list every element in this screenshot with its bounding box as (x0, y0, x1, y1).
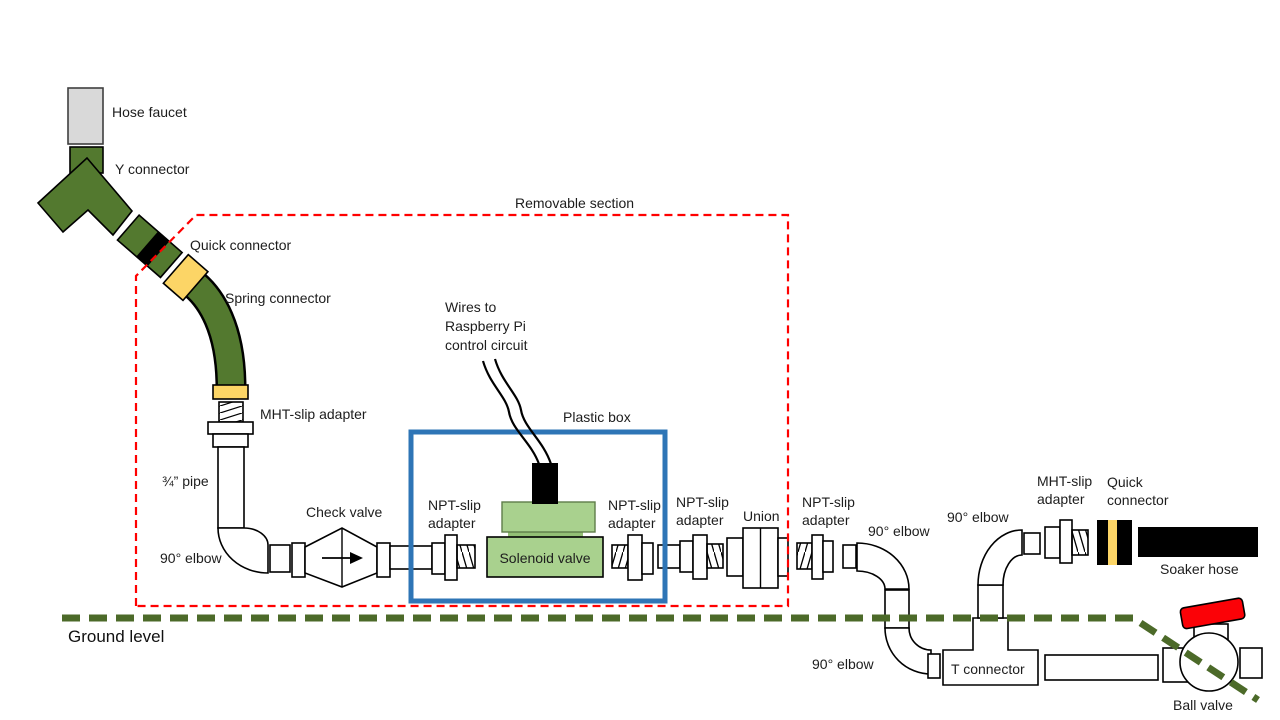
riser-pipe-right (977, 584, 1004, 619)
npt-adapter-1-threads (456, 544, 476, 569)
npt-adapter-2-body (627, 534, 643, 581)
npt-adapter-2-label-line1: NPT-slip (608, 497, 661, 513)
plastic-box (408, 429, 668, 604)
spring-connector-end-band (212, 384, 249, 400)
mht-adapter-2-label-line1: MHT-slip (1037, 473, 1092, 489)
ball-valve-body (1179, 632, 1239, 692)
flow-arrow-head (350, 552, 363, 564)
union-collar-left (726, 537, 744, 577)
quick-connector-2-left (1097, 520, 1108, 565)
solenoid-top (501, 501, 596, 533)
t-connector (942, 617, 1039, 686)
mht-adapter-1-flange (207, 421, 254, 435)
wire-2 (493, 358, 553, 465)
ball-valve-handle (1179, 597, 1246, 630)
npt-adapter-4-label-line1: NPT-slip (802, 494, 855, 510)
npt-adapter-4-body (811, 534, 824, 580)
hose-faucet (67, 87, 104, 145)
riser-pipe-left (884, 589, 910, 629)
quick-connector-2-band (1108, 520, 1117, 565)
quick-connector-label: Quick connector (190, 237, 291, 253)
hose-arm (116, 214, 210, 302)
hose-faucet-label: Hose faucet (112, 104, 187, 120)
quick-connector-band (135, 231, 170, 267)
mht-adapter-1-label: MHT-slip adapter (260, 406, 367, 422)
check-valve-label: Check valve (306, 504, 382, 520)
solenoid-neck (508, 530, 583, 539)
mht-adapter-2-collar (1044, 526, 1061, 559)
npt-adapter-1-body (444, 534, 458, 581)
solenoid-valve-label: Solenoid valve (499, 550, 590, 566)
solenoid-valve-body (486, 536, 604, 578)
quick-connector-2-label-line1: Quick (1107, 474, 1144, 490)
npt-adapter-2-threads (611, 544, 629, 569)
pipe-segment (842, 544, 857, 569)
wires-note-line3: control circuit (445, 337, 528, 353)
y-connector (36, 156, 134, 237)
npt-adapter-3-threads (706, 543, 724, 569)
plastic-box-label: Plastic box (563, 409, 631, 425)
removable-section-label: Removable section (515, 195, 634, 211)
three-quarter-pipe-label: ¾” pipe (162, 473, 209, 489)
elbow-4 (977, 529, 1023, 586)
npt-adapter-3-label-line1: NPT-slip (676, 494, 729, 510)
npt-adapter-1-collar (431, 542, 446, 575)
spring-connector-band (162, 253, 210, 302)
quick-connector-2-right (1117, 520, 1132, 565)
t-connector-collar (927, 653, 941, 679)
three-quarter-pipe (217, 446, 245, 529)
check-valve-collar-right (376, 542, 391, 578)
pipe-segment (269, 544, 291, 573)
elbow-3 (884, 627, 932, 675)
elbow-1-label: 90° elbow (160, 550, 223, 566)
ball-valve-label: Ball valve (1173, 697, 1233, 713)
y-connector-label: Y connector (115, 161, 190, 177)
mht-adapter-2-label-line2: adapter (1037, 491, 1085, 507)
mht-adapter-1-threads (218, 401, 244, 423)
ball-valve-collar-right (1239, 647, 1263, 679)
wire-1 (481, 360, 541, 465)
npt-adapter-4-threads (796, 542, 813, 570)
pipe-segment (1023, 532, 1041, 555)
buried-pipe (1044, 654, 1159, 681)
ground-level-line (62, 614, 1260, 703)
soaker-hose (1138, 527, 1258, 557)
check-valve-collar-left (291, 542, 306, 578)
quick-connector-2-label-line2: connector (1107, 492, 1169, 508)
elbow-2-label: 90° elbow (868, 523, 931, 539)
npt-adapter-3-body (692, 534, 708, 580)
wires-note-line1: Wires to (445, 299, 497, 315)
t-connector-label: T connector (951, 661, 1025, 677)
npt-adapter-4-label-line2: adapter (802, 512, 850, 528)
npt-adapter-4-collar (822, 540, 834, 573)
npt-adapter-2-label-line2: adapter (608, 515, 656, 531)
pipe-segment (657, 544, 681, 569)
mht-adapter-2-body (1059, 519, 1073, 564)
spring-connector-label: Spring connector (225, 290, 331, 306)
garden-hose (186, 275, 244, 389)
elbow-1 (217, 527, 269, 574)
npt-adapter-3-label-line2: adapter (676, 512, 724, 528)
npt-adapter-1-label-line2: adapter (428, 515, 476, 531)
ground-level-label: Ground level (68, 627, 164, 646)
soaker-hose-label: Soaker hose (1160, 561, 1239, 577)
elbow-2 (856, 542, 910, 590)
union-label: Union (743, 508, 780, 524)
elbow-3-label: 90° elbow (812, 656, 875, 672)
elbow-4-label: 90° elbow (947, 509, 1010, 525)
union-collar-right (777, 537, 789, 577)
removable-section-outline (134, 213, 790, 608)
wires-note-line2: Raspberry Pi (445, 318, 526, 334)
solenoid-coil (532, 463, 558, 504)
mht-adapter-1-body (212, 433, 249, 448)
mht-adapter-2-threads (1071, 529, 1089, 556)
npt-adapter-2-collar (641, 542, 654, 575)
npt-adapter-1-label-line1: NPT-slip (428, 497, 481, 513)
npt-adapter-3-collar (679, 540, 694, 573)
